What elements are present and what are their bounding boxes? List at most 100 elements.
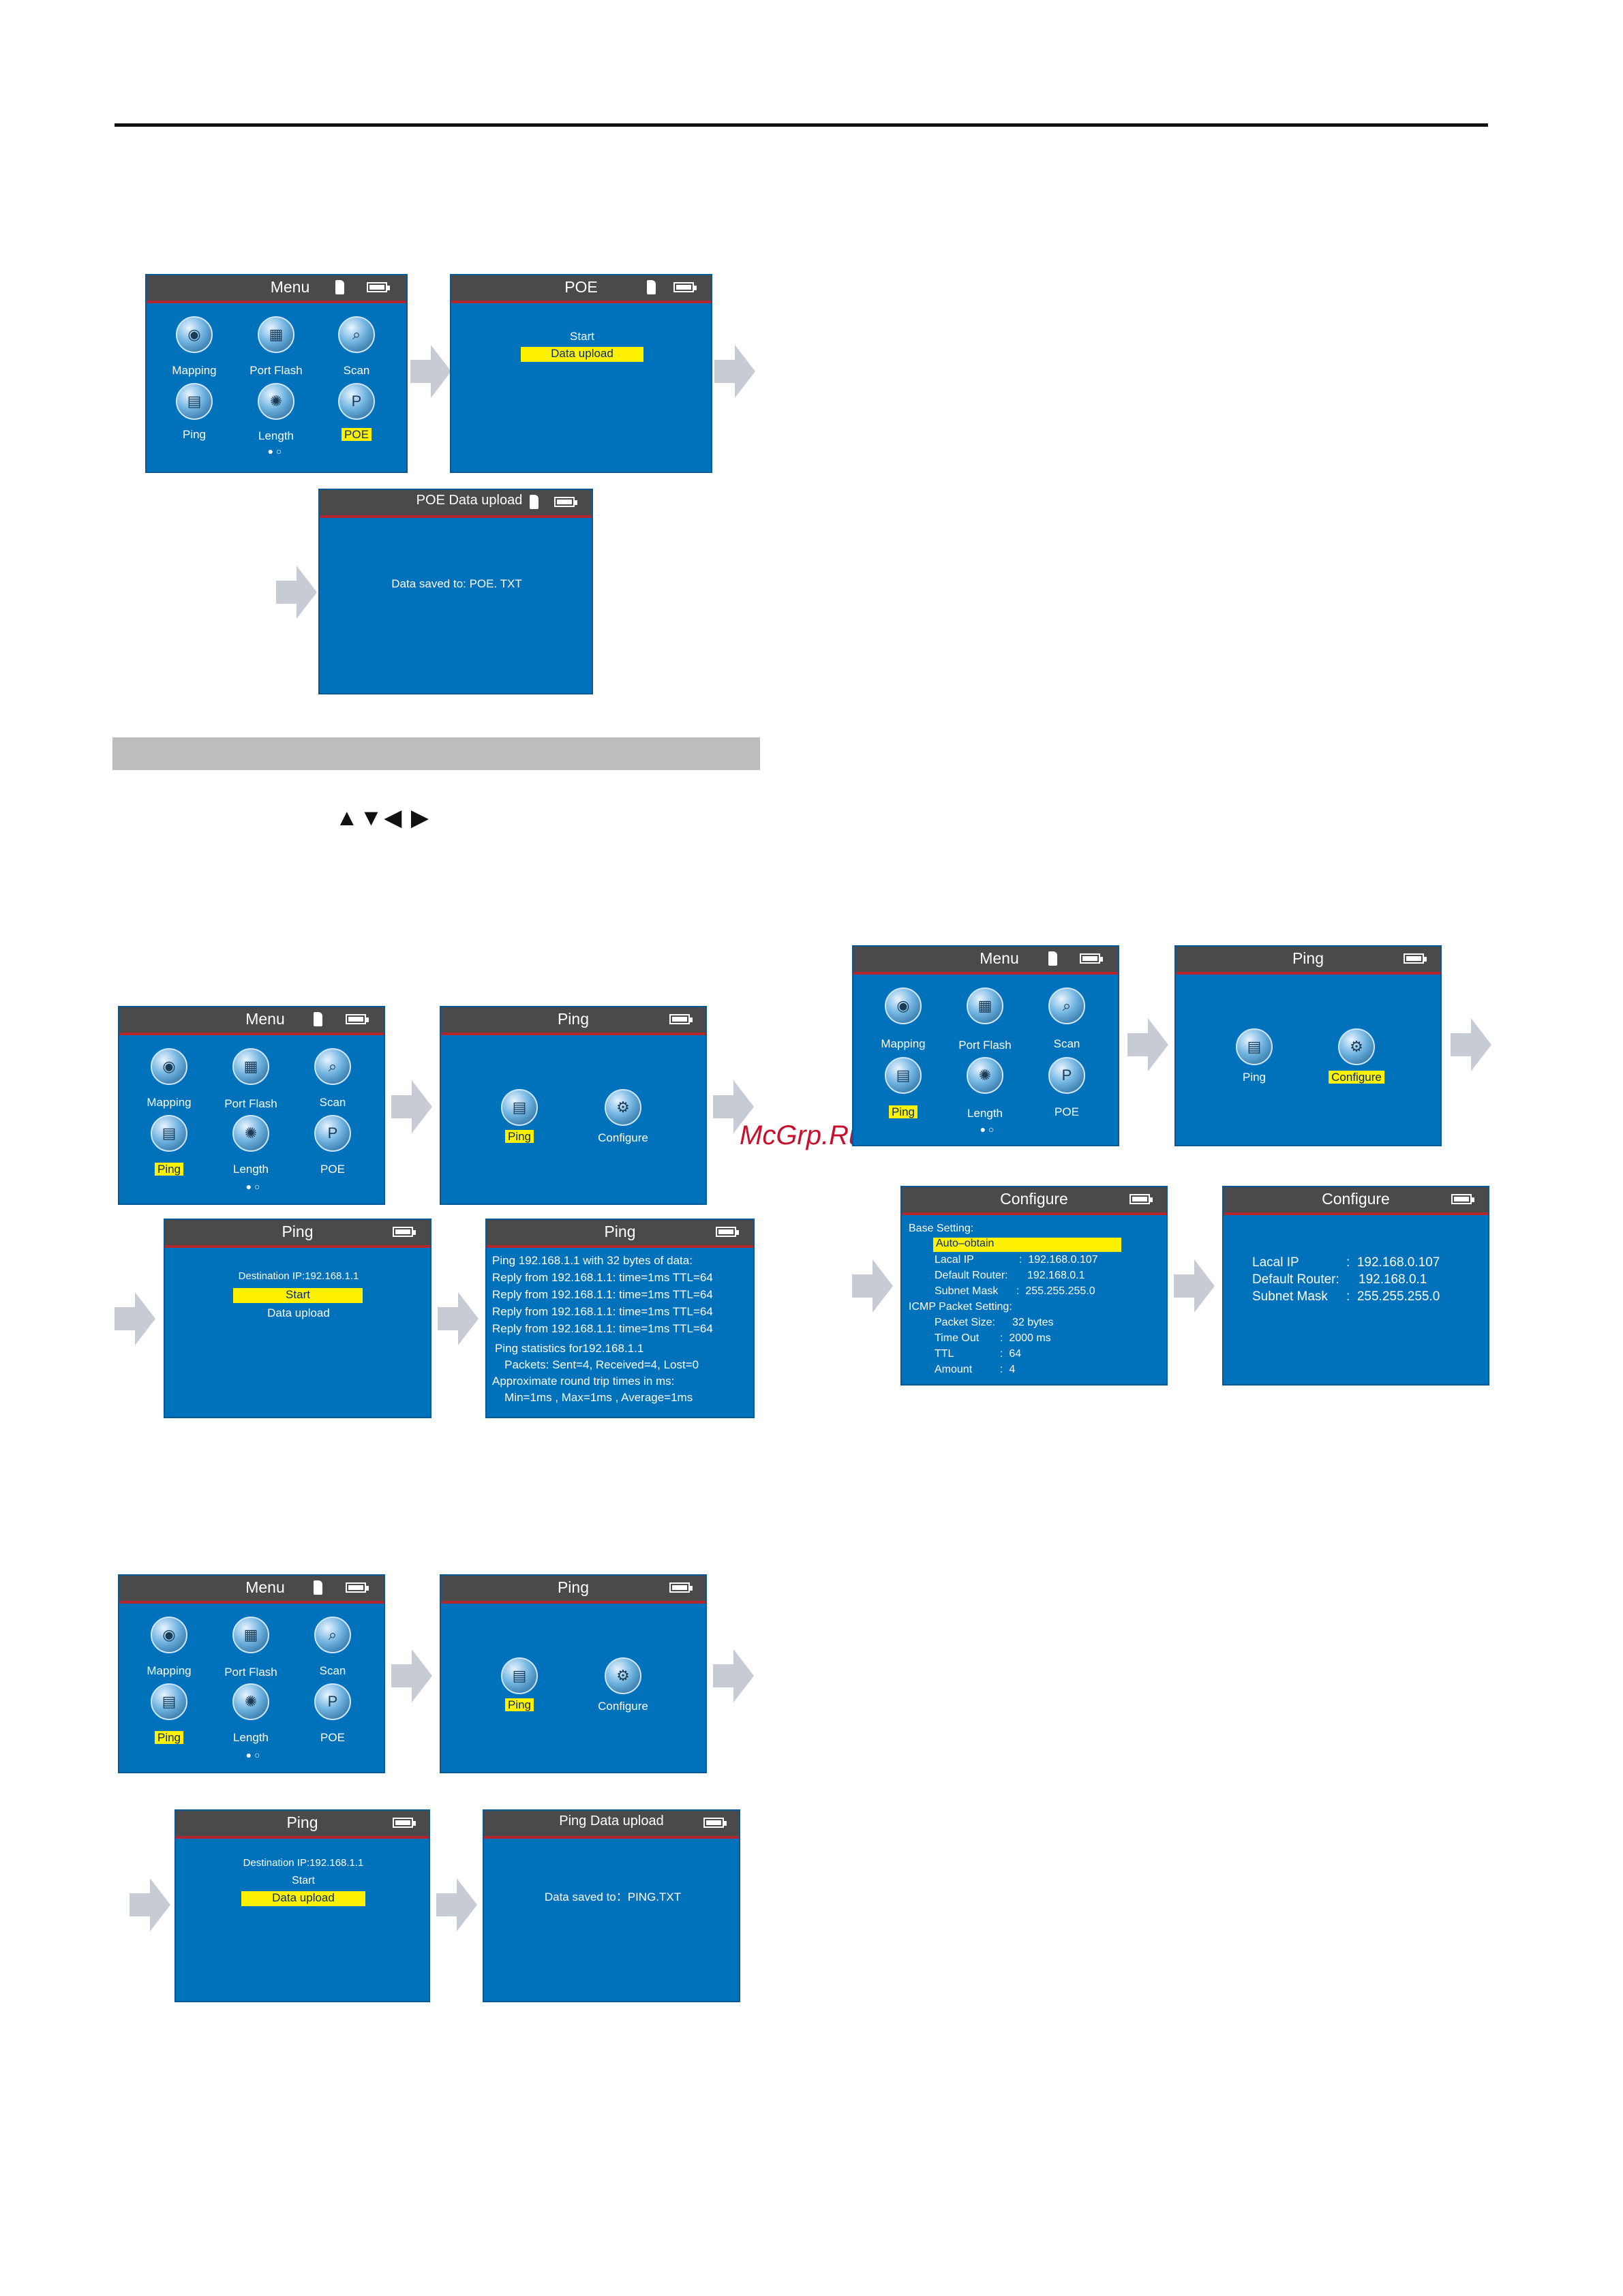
scan-label: Scan: [1053, 1037, 1080, 1050]
start-option[interactable]: Start: [233, 1288, 363, 1303]
mapping-icon[interactable]: ◉: [151, 1617, 187, 1653]
auto-obtain-option[interactable]: Auto–obtain: [933, 1238, 1121, 1252]
scan-icon[interactable]: ⌕: [338, 316, 375, 353]
top-rule: [115, 123, 1488, 127]
mapping-label: Mapping: [147, 1664, 192, 1677]
mask-label: Subnet Mask: [1252, 1289, 1328, 1304]
timeout-label: Time Out: [935, 1332, 980, 1344]
mask-value[interactable]: : 255.255.255.0: [1016, 1285, 1095, 1297]
sd-card-icon: [530, 495, 539, 509]
destination-ip: Destination IP:192.168.1.1: [238, 1270, 359, 1282]
scan-label: Scan: [319, 1664, 346, 1677]
battery-icon: [1080, 953, 1103, 964]
data-upload-option[interactable]: Data upload: [521, 347, 643, 362]
ping-icon[interactable]: ▤: [501, 1657, 538, 1694]
start-option[interactable]: Start: [570, 330, 594, 343]
screen-header: Configure: [902, 1187, 1166, 1215]
mapping-icon[interactable]: ◉: [151, 1048, 187, 1085]
ping-label: Ping: [154, 1731, 184, 1745]
ping-icon[interactable]: ▤: [151, 1115, 187, 1152]
length-icon[interactable]: ✺: [258, 383, 294, 420]
result-line: Ping 192.168.1.1 with 32 bytes of data:: [492, 1254, 693, 1267]
port-flash-label: Port Flash: [249, 364, 303, 377]
ping-label: Ping: [504, 1130, 534, 1144]
length-icon[interactable]: ✺: [232, 1115, 269, 1152]
poe-icon[interactable]: P: [314, 1683, 351, 1720]
start-option[interactable]: Start: [292, 1875, 315, 1886]
ping-select-screen: Ping ▤ Ping ⚙ Configure: [440, 1006, 707, 1205]
menu-screen-poe: Menu ◉ Mapping ▦ Port Flash ⌕ Scan ▤ Pin…: [145, 274, 408, 473]
section-heading-bar: [112, 737, 760, 770]
screen-title: Ping: [557, 1010, 590, 1028]
poe-label: POE: [320, 1731, 345, 1744]
mapping-icon[interactable]: ◉: [885, 988, 922, 1024]
port-flash-icon[interactable]: ▦: [232, 1617, 269, 1653]
port-flash-icon[interactable]: ▦: [232, 1048, 269, 1085]
configure-icon[interactable]: ⚙: [605, 1657, 641, 1694]
length-label: Length: [967, 1107, 1003, 1120]
screen-header: Ping: [487, 1220, 753, 1248]
screen-title: Ping: [604, 1223, 636, 1240]
timeout-value[interactable]: : 2000 ms: [1000, 1332, 1051, 1344]
sd-card-icon: [314, 1012, 322, 1026]
screen-title: Ping: [282, 1223, 314, 1240]
result-line: Packets: Sent=4, Received=4, Lost=0: [495, 1358, 699, 1371]
configure-label: Configure: [1329, 1071, 1384, 1084]
page-indicator: ● ○: [245, 1749, 260, 1760]
ping-icon[interactable]: ▤: [885, 1057, 922, 1094]
configure-icon[interactable]: ⚙: [1338, 1028, 1375, 1065]
icmp-setting-label: ICMP Packet Setting:: [909, 1301, 1012, 1313]
length-icon[interactable]: ✺: [967, 1057, 1003, 1094]
data-upload-option[interactable]: Data upload: [241, 1891, 365, 1906]
ping-select-screen-2: Ping ▤ Ping ⚙ Configure: [440, 1574, 707, 1773]
ttl-value[interactable]: : 64: [1000, 1348, 1022, 1360]
battery-icon: [1129, 1194, 1153, 1204]
ping-label: Ping: [888, 1105, 918, 1119]
amount-value[interactable]: : 4: [1000, 1364, 1016, 1375]
battery-icon: [673, 282, 697, 292]
poe-icon[interactable]: P: [338, 383, 375, 420]
configure-label: Configure: [598, 1131, 648, 1144]
screen-header: Ping: [176, 1811, 429, 1839]
ping-icon[interactable]: ▤: [176, 383, 213, 420]
battery-icon: [703, 1818, 727, 1828]
ping-icon[interactable]: ▤: [1236, 1028, 1273, 1065]
battery-icon: [1404, 953, 1427, 964]
scan-icon[interactable]: ⌕: [1048, 988, 1085, 1024]
screen-header: Menu: [119, 1576, 384, 1604]
result-line: Approximate round trip times in ms:: [492, 1375, 675, 1388]
router-label: Default Router:: [935, 1270, 1008, 1281]
result-line: Min=1ms , Max=1ms , Average=1ms: [495, 1391, 693, 1404]
scan-icon[interactable]: ⌕: [314, 1048, 351, 1085]
scan-icon[interactable]: ⌕: [314, 1617, 351, 1653]
length-icon[interactable]: ✺: [232, 1683, 269, 1720]
length-label: Length: [258, 429, 294, 442]
data-upload-option[interactable]: Data upload: [267, 1306, 330, 1319]
sd-card-icon: [335, 280, 344, 294]
packet-size-value[interactable]: 32 bytes: [1012, 1317, 1054, 1328]
ping-icon[interactable]: ▤: [501, 1089, 538, 1126]
length-label: Length: [233, 1731, 269, 1744]
port-flash-label: Port Flash: [224, 1097, 277, 1110]
screen-header: POE Data upload: [320, 490, 592, 518]
poe-icon[interactable]: P: [1048, 1057, 1085, 1094]
result-line: Reply from 192.168.1.1: time=1ms TTL=64: [492, 1322, 713, 1335]
router-value[interactable]: 192.168.0.1: [1027, 1270, 1085, 1281]
sd-card-icon: [1048, 951, 1057, 966]
poe-label: POE: [342, 428, 371, 442]
page-indicator: ● ○: [980, 1124, 995, 1135]
port-flash-icon[interactable]: ▦: [967, 988, 1003, 1024]
screen-header: Menu: [147, 275, 406, 303]
ping-icon[interactable]: ▤: [151, 1683, 187, 1720]
configure-icon[interactable]: ⚙: [605, 1089, 641, 1126]
mapping-label: Mapping: [881, 1037, 926, 1050]
base-setting-label: Base Setting:: [909, 1223, 974, 1234]
poe-icon[interactable]: P: [314, 1115, 351, 1152]
local-ip-value[interactable]: : 192.168.0.107: [1019, 1254, 1098, 1266]
port-flash-icon[interactable]: ▦: [258, 316, 294, 353]
menu-screen-ping-2: Menu ◉ Mapping ▦ Port Flash ⌕ Scan ▤ Pin…: [118, 1574, 385, 1773]
port-flash-label: Port Flash: [224, 1666, 277, 1679]
mapping-icon[interactable]: ◉: [176, 316, 213, 353]
menu-screen-configure: Menu ◉ Mapping ▦ Port Flash ⌕ Scan ▤ Pin…: [852, 945, 1119, 1146]
poe-screen: POE Start Data upload: [450, 274, 712, 473]
